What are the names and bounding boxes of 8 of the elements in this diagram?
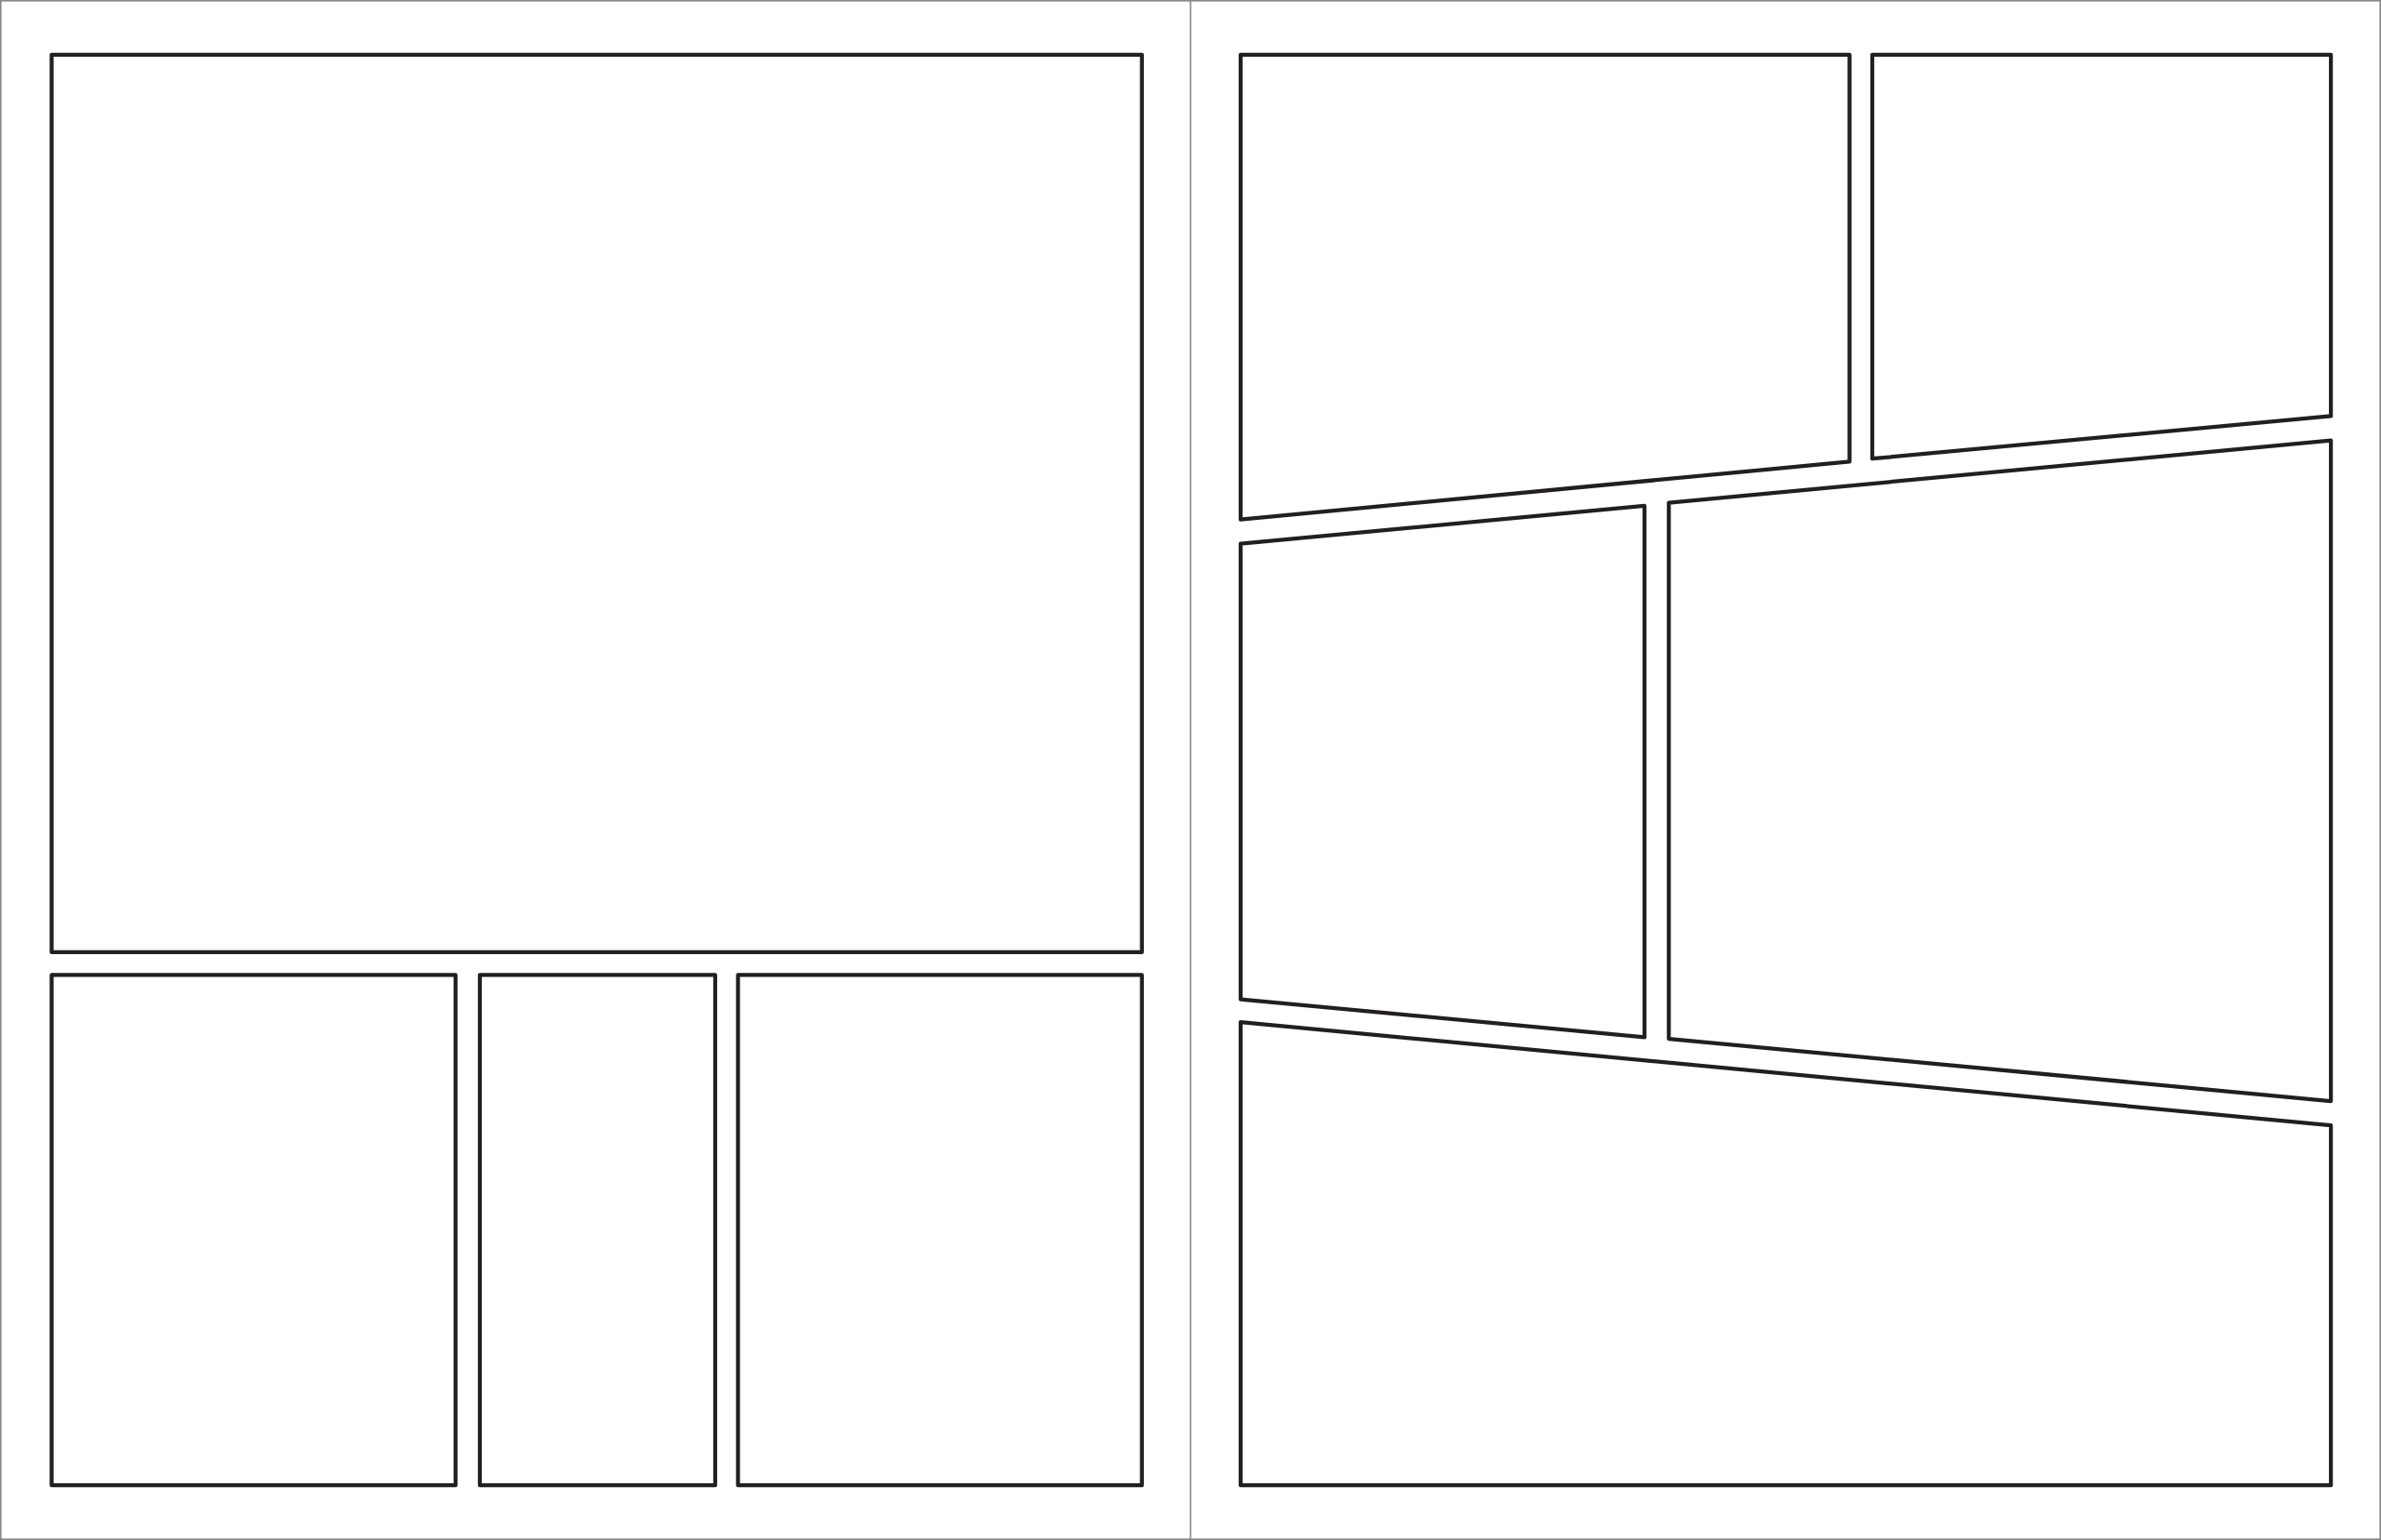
comic-panel <box>736 973 1144 1488</box>
comic-panel <box>1238 503 1647 1040</box>
comic-panel <box>477 973 718 1488</box>
comic-panel <box>1667 438 2334 1104</box>
comic-panel <box>1869 52 2334 461</box>
comic-panel <box>1238 52 1852 522</box>
comic-panel <box>49 973 458 1488</box>
comic-panel <box>49 52 1144 955</box>
